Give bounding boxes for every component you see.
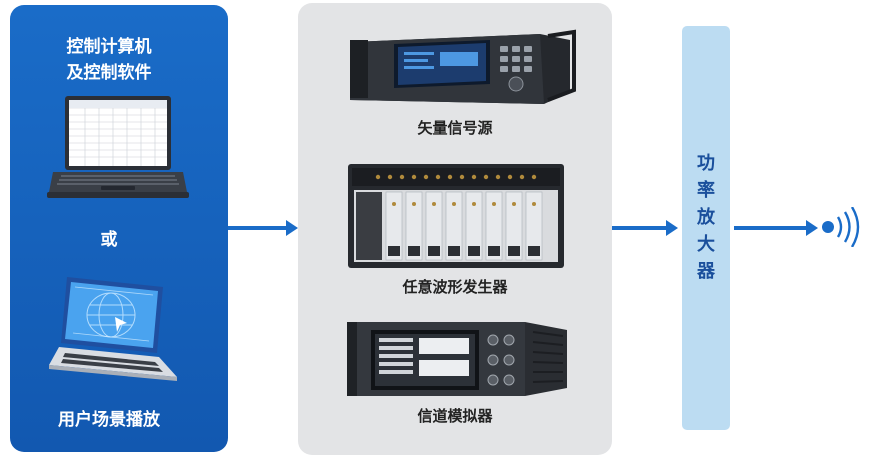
scenario-label: 用户场景播放 xyxy=(58,410,160,430)
arrow-right-icon xyxy=(734,220,818,236)
channel-emulator-image xyxy=(347,322,567,396)
arrow-right-icon xyxy=(228,220,298,236)
amplifier-char: 功 xyxy=(697,153,715,174)
amplifier-char: 率 xyxy=(697,180,715,201)
arrow-right-icon xyxy=(612,220,678,236)
vector-signal-generator-label: 矢量信号源 xyxy=(417,119,493,137)
laptop-spreadsheet-icon xyxy=(47,96,189,198)
control-title-line1: 控制计算机 xyxy=(66,37,152,57)
wireless-signal-icon xyxy=(822,207,860,247)
power-amplifier-block xyxy=(682,26,730,430)
or-label: 或 xyxy=(100,230,118,250)
amplifier-char: 器 xyxy=(697,261,715,282)
arbitrary-waveform-generator-image xyxy=(348,164,564,268)
control-panel xyxy=(10,5,228,452)
laptop-scenario-icon xyxy=(49,277,177,381)
vector-signal-generator-image xyxy=(350,29,576,104)
amplifier-char: 放 xyxy=(697,207,715,228)
power-amplifier-label: 功 率 放 大 器 xyxy=(682,150,730,285)
amplifier-char: 大 xyxy=(697,234,715,255)
channel-emulator-label: 信道模拟器 xyxy=(417,407,493,425)
arbitrary-waveform-generator-label: 任意波形发生器 xyxy=(402,278,508,296)
control-title-line2: 及控制软件 xyxy=(66,63,152,83)
